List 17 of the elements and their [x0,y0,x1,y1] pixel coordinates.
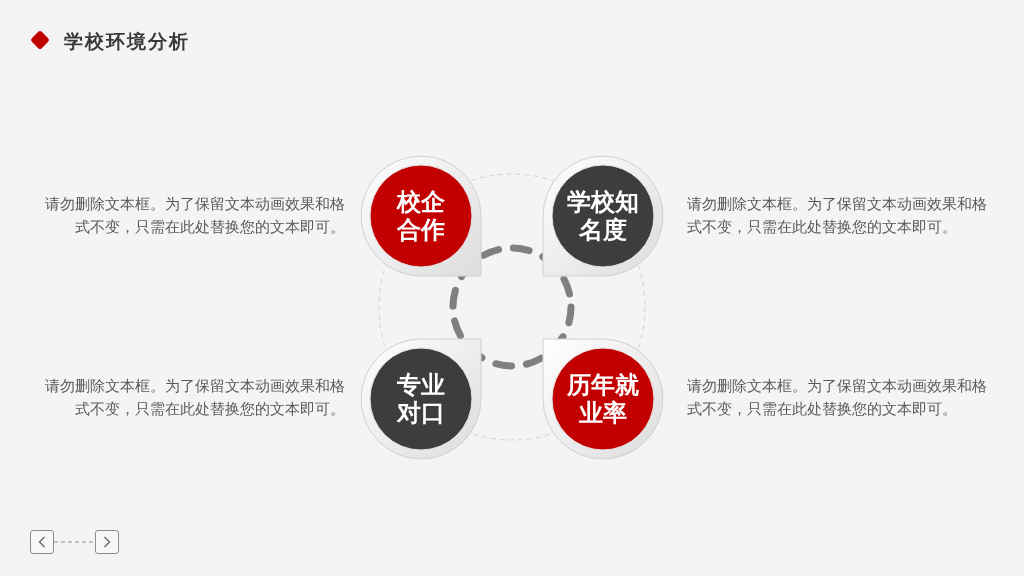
description-text: 请勿删除文本框。为了保留文本动画效果和格式不变，只需在此处替换您的文本即可。 [687,194,988,238]
topic-label: 专业对口 [395,371,446,427]
description-text: 请勿删除文本框。为了保留文本动画效果和格式不变，只需在此处替换您的文本即可。 [44,376,345,420]
nav-box [95,530,119,554]
pin-badge [541,337,665,461]
dashed-ring [449,244,575,370]
pin-badge [359,154,483,278]
topic-label: 历年就业率 [566,371,640,427]
slide-title: 学校环境分析 [64,29,190,54]
dashed-connector [53,541,96,543]
nav-box [30,530,54,554]
topic-label: 学校知名度 [566,188,640,244]
description-text: 请勿删除文本框。为了保留文本动画效果和格式不变，只需在此处替换您的文本即可。 [687,376,988,420]
description-text: 请勿删除文本框。为了保留文本动画效果和格式不变，只需在此处替换您的文本即可。 [44,194,345,238]
topic-label: 校企合作 [395,188,446,244]
pin-badge [541,154,665,278]
pin-badge [359,337,483,461]
